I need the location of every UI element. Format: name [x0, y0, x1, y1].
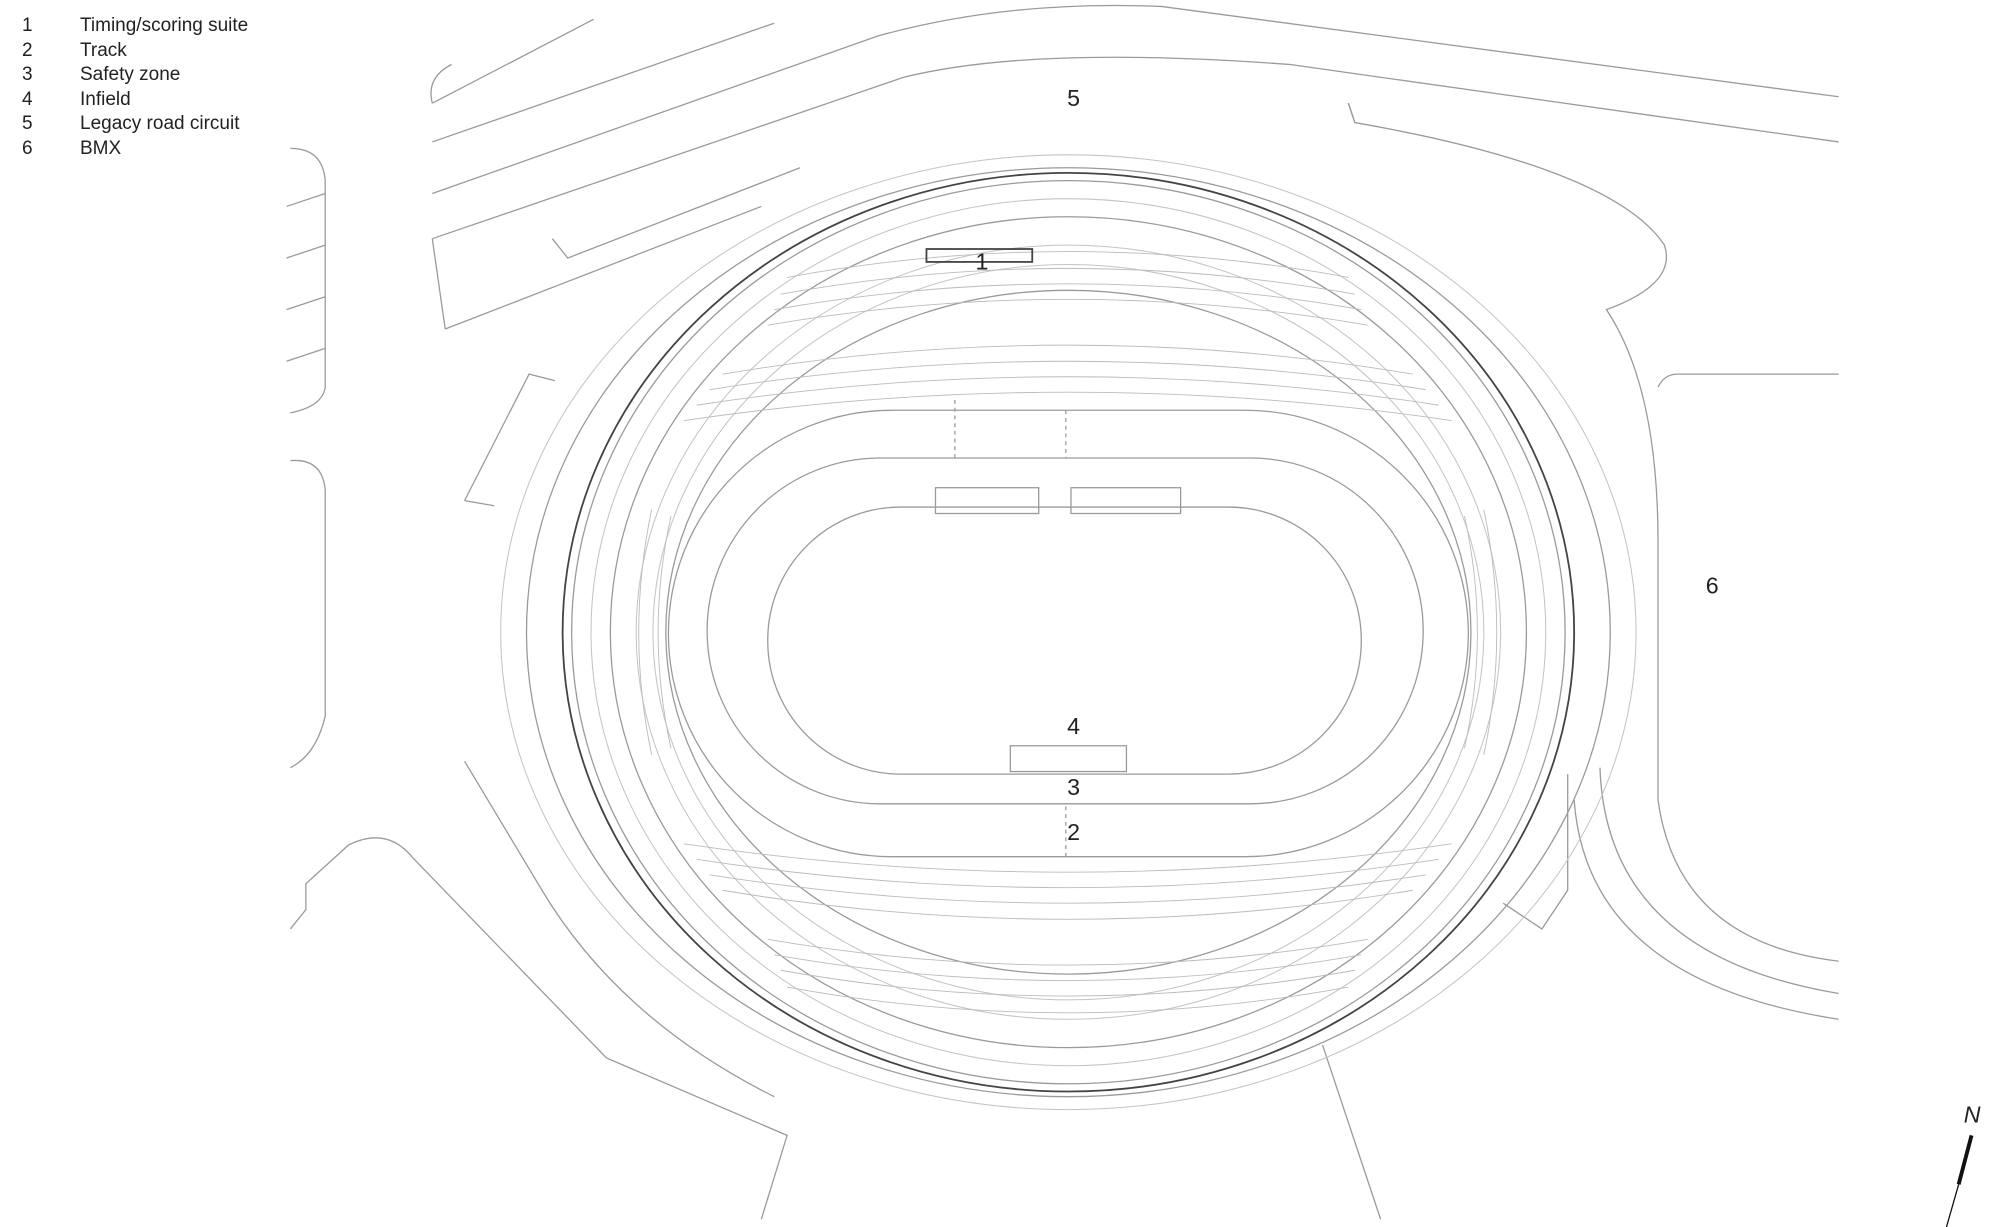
label-bmx: 6	[1706, 573, 1719, 599]
legend-label: Infield	[80, 88, 131, 110]
label-infield: 4	[1067, 713, 1080, 739]
legend-item: 6 BMX	[22, 137, 248, 162]
legend-number: 5	[22, 113, 33, 134]
legend-label: Safety zone	[80, 64, 181, 85]
legend-item: 4 Infield	[22, 88, 248, 113]
legend: 1 Timing/scoring suite 2 Track 3 Safety zon…	[22, 14, 248, 161]
legend-number: 2	[22, 39, 33, 61]
legend-label: Timing/scoring suite	[80, 15, 249, 36]
legend-item: 3 Safety zone	[22, 63, 248, 88]
seating-tiers	[638, 251, 1498, 1014]
legend-item: 2 Track	[22, 39, 248, 64]
legend-label: BMX	[80, 137, 122, 159]
legend-label: Track	[80, 39, 127, 61]
legend-number: 1	[22, 15, 33, 36]
site-paths	[286, 4, 1839, 1220]
label-track: 2	[1067, 819, 1080, 845]
north-label: N	[1964, 1101, 1981, 1127]
label-road-circuit: 5	[1067, 85, 1080, 111]
label-timing-suite: 1	[975, 249, 988, 275]
legend-number: 4	[22, 88, 33, 110]
north-arrow-icon: N	[1945, 1101, 1981, 1227]
track-area	[667, 248, 1469, 858]
legend-label: Legacy road circuit	[80, 113, 240, 134]
legend-number: 3	[22, 64, 33, 85]
label-safety-zone: 3	[1067, 774, 1080, 800]
stadium-rings	[500, 154, 1637, 1111]
legend-number: 6	[22, 137, 33, 159]
legend-item: 1 Timing/scoring suite	[22, 14, 248, 39]
legend-item: 5 Legacy road circuit	[22, 112, 248, 137]
